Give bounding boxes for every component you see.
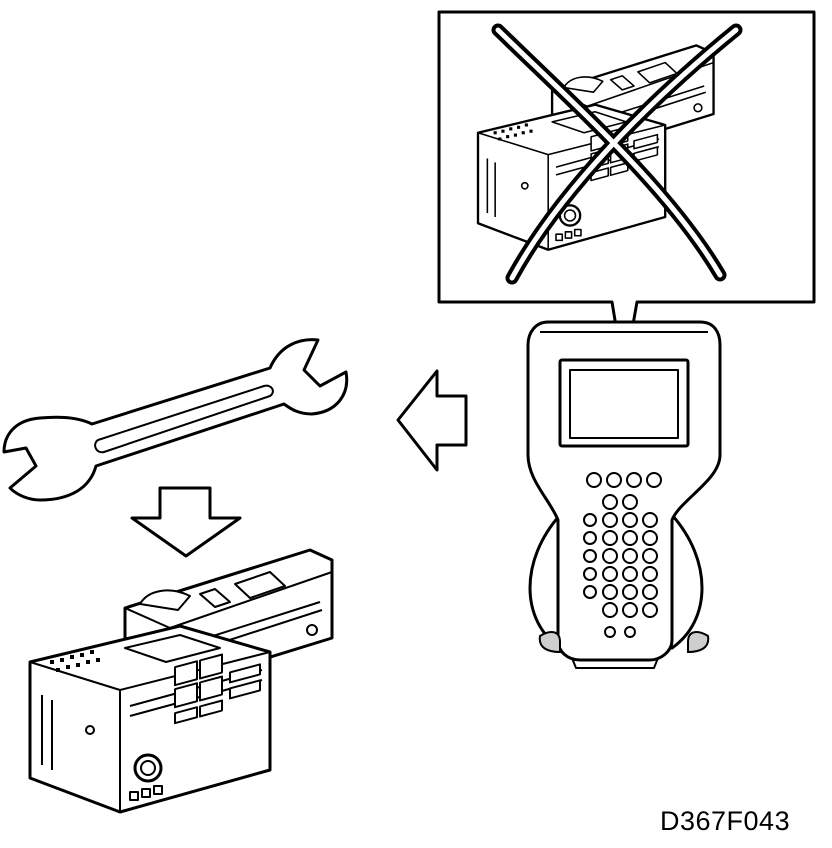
wrench-icon (2, 338, 349, 502)
callout-box (437, 10, 816, 377)
radio-unit-bottom (28, 548, 334, 814)
figure-code: D367F043 (660, 806, 791, 836)
arrow-down-icon (130, 486, 242, 558)
arrow-left-icon (396, 369, 468, 472)
cross-icon (491, 23, 743, 285)
scan-tool-icon (526, 320, 722, 669)
